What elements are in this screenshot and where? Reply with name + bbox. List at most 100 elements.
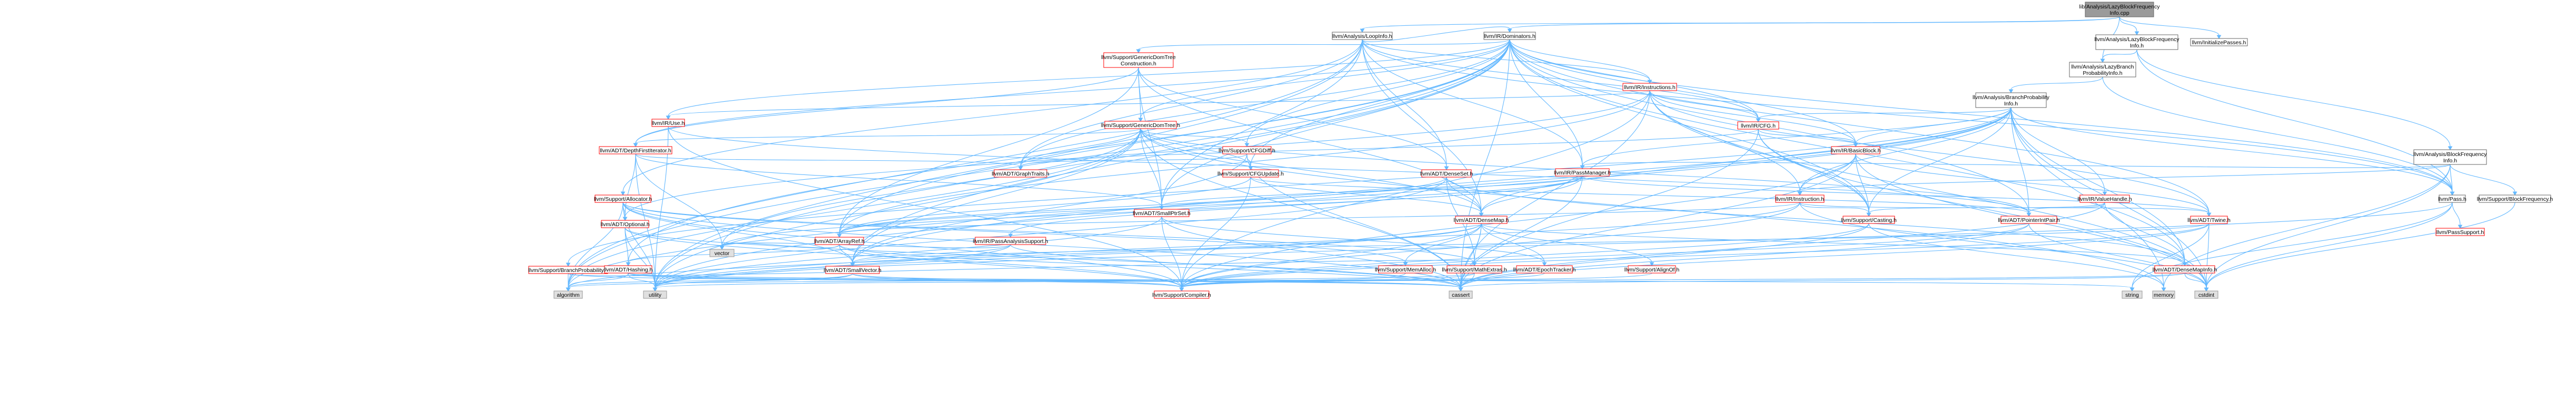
node-mathextras[interactable]: llvm/Support/MathExtras.h [1442,265,1507,274]
edge-dominators-to-gdtc [1138,39,1510,50]
edge-gdt-to-memory [1140,128,2164,288]
edge-loopinfo-to-dominators [1362,26,1510,42]
edge-root-to-dominators [1509,16,2120,30]
edge-casting-to-compiler [1181,223,1869,288]
node-optional[interactable]: llvm/ADT/Optional.h [600,220,650,228]
node-box-passsupport [2435,228,2485,236]
edge-mathextras-to-algorithm [568,273,1475,288]
edge-dominators-to-iruse [668,39,1510,116]
edge-supportbf-to-cstdint [2206,202,2515,288]
edge-pointerintpair-to-cstdint [2028,223,2207,288]
arrowhead-hashing-to-string [2129,287,2135,292]
node-memalloc[interactable]: llvm/Support/MemAlloc.h [1375,265,1436,274]
node-box-epochtracker [1516,265,1573,274]
edge-arrayref-to-compiler [839,244,1182,288]
node-dominators[interactable]: llvm/IR/Dominators.h [1483,32,1536,40]
node-label-cassert-0: cassert [1452,292,1470,298]
arrowhead-bpi-to-branchprob [566,263,571,267]
edge-instruction-to-utility [655,202,1800,288]
node-casting[interactable]: llvm/Support/Casting.h [1841,216,1897,224]
edge-lazybpi-to-pass [2102,76,2453,192]
node-label-supportbf-0: llvm/Support/BlockFrequency.h [2477,196,2553,202]
node-dfi[interactable]: llvm/ADT/DepthFirstIterator.h [599,146,672,154]
node-passsupport[interactable]: llvm/PassSupport.h [2435,228,2485,236]
node-compiler[interactable]: llvm/Support/Compiler.h [1152,290,1211,299]
edge-lazybfi-to-lazybpi [2102,49,2137,60]
node-cfgupdate[interactable]: llvm/Support/CFGUpdate.h [1217,169,1284,178]
node-smallvector[interactable]: llvm/ADT/SmallVector.h [824,266,881,274]
node-alignof[interactable]: llvm/Support/AlignOf.h [1624,265,1680,274]
node-hashing[interactable]: llvm/ADT/Hashing.h [604,265,653,274]
edge-pass-to-string [2132,202,2453,288]
node-denseset[interactable]: llvm/ADT/DenseSet.h [1420,169,1473,178]
arrowhead-instruction-to-arrayref [837,234,842,238]
edge-smallvector-to-cassert [852,273,1461,288]
node-densemapinfo[interactable]: llvm/ADT/DenseMapInfo.h [2153,265,2217,274]
node-initpasses[interactable]: llvm/InitializePasses.h [2190,38,2248,46]
node-string: string [2122,290,2143,299]
node-passmanager[interactable]: llvm/IR/PassManager.h [1554,168,1611,177]
edge-bfi-to-cstdint [2206,164,2451,288]
node-loopinfo[interactable]: llvm/Analysis/LoopInfo.h [1332,32,1393,40]
node-box-string [2122,290,2143,299]
node-label-casting-0: llvm/Support/Casting.h [1841,217,1897,224]
node-label-instructions-0: llvm/IR/Instructions.h [1624,84,1676,91]
node-cstdint: cstdint [2194,290,2218,299]
node-cfg[interactable]: llvm/IR/CFG.h [1737,121,1779,130]
node-supportbf[interactable]: llvm/Support/BlockFrequency.h [2477,195,2553,203]
node-arrayref[interactable]: llvm/ADT/ArrayRef.h [814,237,865,245]
node-smallptrset[interactable]: llvm/ADT/SmallPtrSet.h [1133,209,1191,217]
node-box-bpi [1975,92,2047,108]
node-label-valuehandle-0: llvm/IR/ValueHandle.h [2077,196,2132,202]
node-box-utility [643,290,667,299]
node-gdtc[interactable]: llvm/Support/GenericDomTreeConstruction.… [1101,52,1176,68]
node-cfgdiff[interactable]: llvm/Support/CFGDiff.h [1218,146,1275,154]
node-allocator[interactable]: llvm/Support/Allocator.h [594,195,652,203]
node-branchprob[interactable]: llvm/Support/BranchProbability.h [528,266,608,274]
node-box-memory [2152,290,2175,299]
node-box-casting [1842,216,1895,224]
node-instructions[interactable]: llvm/IR/Instructions.h [1622,83,1677,91]
node-label-utility-0: utility [649,292,662,298]
edge-smallvector-to-algorithm [568,273,853,288]
arrowhead-arrayref-to-hashing [626,262,631,266]
node-valuehandle[interactable]: llvm/IR/ValueHandle.h [2077,195,2132,203]
edge-instructions-to-optional [625,90,1650,218]
node-iruse[interactable]: llvm/IR/Use.h [651,119,685,127]
node-box-mathextras [1446,265,1502,274]
arrowhead-lazybpi-to-bpi [2008,89,2014,93]
node-box-vector [709,249,735,257]
node-basicblock[interactable]: llvm/IR/BasicBlock.h [1830,146,1881,154]
node-passanalysis[interactable]: llvm/IR/PassAnalysisSupport.h [973,237,1048,245]
edge-bpi-to-cfg [1758,107,2012,119]
edge-dominators-to-pass [1509,39,2453,192]
node-memory: memory [2152,290,2175,299]
node-box-supportbf [2479,195,2551,203]
node-instruction[interactable]: llvm/IR/Instruction.h [1775,195,1825,203]
node-densemap[interactable]: llvm/ADT/DenseMap.h [1453,216,1509,224]
node-label-allocator-0: llvm/Support/Allocator.h [594,196,652,202]
node-lazybpi[interactable]: llvm/Analysis/LazyBranchProbabilityInfo.… [2069,62,2136,77]
arrowhead-cfg-to-basicblock [1853,143,1858,147]
arrowhead-basicblock-to-instruction [1797,191,1802,196]
node-graphtraits[interactable]: llvm/ADT/GraphTraits.h [992,169,1049,178]
edge-dominators-to-algorithm [568,39,1510,288]
node-box-cassert [1449,290,1473,299]
edge-arrayref-to-vector [721,242,840,248]
node-epochtracker[interactable]: llvm/ADT/EpochTracker.h [1513,265,1576,274]
node-pointerintpair[interactable]: llvm/ADT/PointerIntPair.h [1998,216,2060,224]
node-pass[interactable]: llvm/Pass.h [2438,195,2466,203]
node-twine[interactable]: llvm/ADT/Twine.h [2187,216,2231,224]
node-label-dominators-0: llvm/IR/Dominators.h [1484,33,1535,40]
node-label-cstdint-0: cstdint [2198,292,2214,298]
edge-lazybpi-to-bpi [2010,76,2103,90]
arrowhead-gdt-to-cfgdiff [1244,143,1250,147]
edge-instructions-to-instruction [1649,90,1800,192]
edge-root-to-initpasses [2119,16,2220,36]
node-label-branchprob-0: llvm/Support/BranchProbability.h [528,267,608,274]
node-gdt[interactable]: llvm/Support/GenericDomTree.h [1101,121,1180,129]
node-label-bfi-1: Info.h [2443,158,2457,164]
